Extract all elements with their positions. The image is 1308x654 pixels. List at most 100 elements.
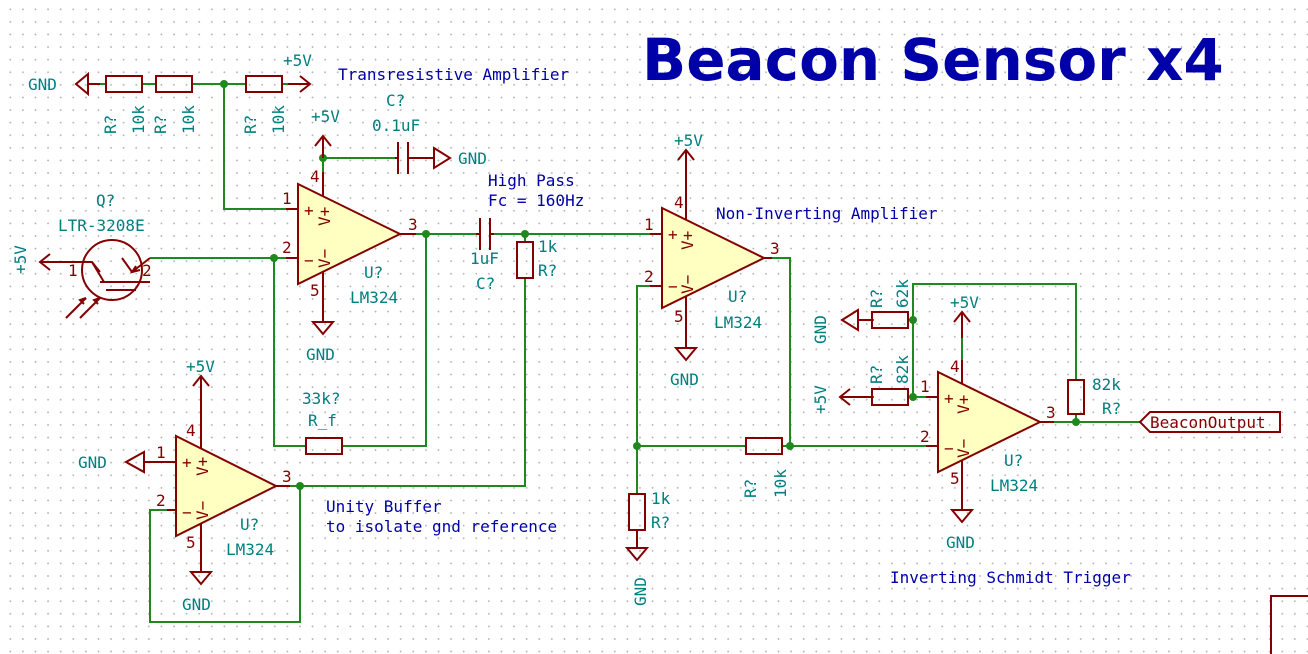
svg-text:GND: GND [78, 453, 107, 472]
note-cutoff: Fc = 160Hz [488, 191, 584, 210]
svg-text:LM324: LM324 [990, 476, 1038, 495]
gnd-symbol: GND [624, 530, 650, 606]
svg-text:1: 1 [68, 261, 78, 280]
svg-text:−: − [182, 503, 192, 522]
svg-text:GND: GND [28, 75, 57, 94]
gnd-symbol: GND [28, 71, 100, 97]
vcc-symbol: +5V [283, 51, 312, 93]
vcc-symbol: +5V [950, 293, 979, 338]
svg-text:4: 4 [310, 167, 320, 186]
svg-text:U?: U? [240, 515, 259, 534]
svg-text:4: 4 [186, 421, 196, 440]
svg-text:LM324: LM324 [714, 313, 762, 332]
vcc-symbol: +5V [311, 107, 340, 158]
svg-text:62k: 62k [893, 279, 912, 308]
svg-text:V−: V− [315, 249, 334, 268]
svg-text:LM324: LM324 [226, 540, 274, 559]
svg-text:U?: U? [728, 287, 747, 306]
svg-text:10k: 10k [771, 469, 790, 498]
svg-text:R?: R? [101, 115, 120, 134]
phototransistor[interactable]: Q? LTR-3208E 1 2 [58, 191, 152, 319]
svg-text:R?: R? [741, 479, 760, 498]
vcc-symbol: +5V [811, 385, 872, 414]
svg-text:0.1uF: 0.1uF [372, 116, 420, 135]
svg-text:U?: U? [364, 263, 383, 282]
svg-text:GND: GND [631, 577, 650, 606]
svg-text:R?: R? [241, 115, 260, 134]
beacon-output-label[interactable]: BeaconOutput [1138, 411, 1281, 433]
resistor-div3[interactable]: R? 10k [241, 75, 288, 134]
svg-text:+: + [944, 389, 954, 408]
resistor-div1[interactable]: R? 10k [101, 75, 148, 134]
note-non-inverting: Non-Inverting Amplifier [716, 204, 938, 223]
svg-text:LM324: LM324 [350, 288, 398, 307]
page-title: Beacon Sensor x4 [642, 26, 1224, 94]
svg-text:82k: 82k [1092, 375, 1121, 394]
opamp-transresistive[interactable]: + − V+ V− 1 2 3 4 5 U? LM324 [282, 167, 418, 307]
svg-text:5: 5 [186, 533, 196, 552]
svg-text:−: − [944, 439, 954, 458]
svg-text:V−: V− [678, 275, 697, 294]
resistor-div2[interactable]: R? 10k [151, 75, 198, 134]
svg-text:10k: 10k [179, 105, 198, 134]
note-schmidt: Inverting Schmidt Trigger [890, 568, 1131, 587]
svg-text:3: 3 [282, 467, 292, 486]
svg-text:R_f: R_f [308, 411, 337, 430]
vcc-symbol: +5V [11, 245, 70, 274]
svg-text:−: − [304, 251, 314, 270]
gnd-symbol: GND [946, 476, 975, 552]
opamp-buffer[interactable]: + − V+ V− 1 2 3 4 5 U? LM324 [156, 421, 292, 559]
svg-text:V+: V+ [193, 457, 212, 476]
resistor-gain[interactable]: 1k R? [628, 489, 671, 532]
svg-text:33k?: 33k? [302, 389, 341, 408]
svg-text:5: 5 [310, 281, 320, 300]
svg-text:R?: R? [538, 261, 557, 280]
svg-text:+5V: +5V [311, 107, 340, 126]
svg-text:3: 3 [770, 239, 780, 258]
svg-text:R?: R? [867, 289, 886, 308]
svg-text:+: + [304, 201, 314, 220]
svg-text:1k: 1k [651, 489, 671, 508]
svg-text:V−: V− [193, 501, 212, 520]
svg-text:V+: V+ [954, 395, 973, 414]
svg-text:GND: GND [670, 370, 699, 389]
resistor-divider-gnd[interactable]: R? 62k [867, 279, 912, 329]
svg-text:2: 2 [920, 427, 930, 446]
note-isolate: to isolate gnd reference [326, 517, 557, 536]
svg-text:4: 4 [674, 193, 684, 212]
svg-text:4: 4 [950, 357, 960, 376]
svg-text:GND: GND [458, 149, 487, 168]
svg-text:GND: GND [182, 595, 211, 614]
opamp-non-inverting[interactable]: + − V+ V− 1 2 3 4 5 U? LM324 [644, 193, 780, 332]
svg-text:V+: V+ [315, 207, 334, 226]
note-transresistive: Transresistive Amplifier [338, 65, 570, 84]
svg-text:C?: C? [386, 91, 405, 110]
svg-text:5: 5 [950, 469, 960, 488]
svg-text:2: 2 [282, 238, 292, 257]
svg-text:1: 1 [920, 377, 930, 396]
svg-text:1uF: 1uF [470, 249, 499, 268]
svg-text:V+: V+ [678, 231, 697, 250]
svg-text:+5V: +5V [950, 293, 979, 312]
resistor-feedback-2[interactable]: R? 10k [741, 437, 790, 498]
junctions [220, 80, 1080, 490]
capacitor-decouple[interactable]: C? 0.1uF [372, 91, 420, 174]
resistor-high-pass[interactable]: 1k R? [516, 237, 558, 280]
svg-text:1: 1 [156, 443, 166, 462]
resistor-feedback[interactable]: 33k? R_f [302, 389, 343, 455]
svg-text:+5V: +5V [674, 131, 703, 150]
vcc-symbol: +5V [186, 357, 215, 432]
resistor-divider-vcc[interactable]: R? 82k [867, 355, 912, 406]
capacitor-high-pass[interactable]: 1uF C? [470, 218, 499, 293]
svg-text:+5V: +5V [11, 245, 30, 274]
svg-text:2: 2 [156, 491, 166, 510]
svg-text:C?: C? [476, 274, 495, 293]
resistor-hysteresis[interactable]: 82k R? [1067, 375, 1121, 418]
gnd-symbol: GND [411, 146, 487, 170]
svg-text:LTR-3208E: LTR-3208E [58, 216, 145, 235]
opamp-schmidt[interactable]: + − V+ V− 1 2 3 4 5 U? LM324 [920, 357, 1056, 495]
note-unity-buffer: Unity Buffer [326, 497, 442, 516]
svg-text:1k: 1k [538, 237, 558, 256]
svg-text:V−: V− [954, 439, 973, 458]
